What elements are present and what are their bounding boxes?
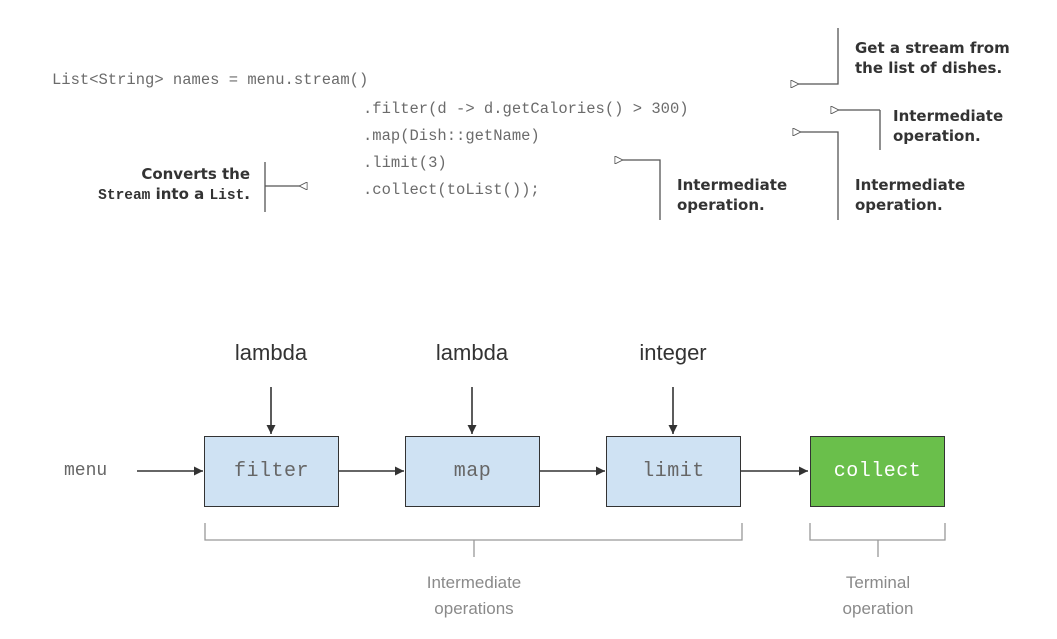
annotation-stream: Get a stream from the list of dishes. (855, 38, 1010, 78)
annotation-collect-text-1: into a (150, 185, 210, 203)
annotation-collect-code-list: List (209, 188, 245, 204)
annotation-filter: Intermediate operation. (893, 106, 1003, 146)
brace-terminal (809, 523, 946, 557)
code-line-4: .limit(3) (363, 154, 447, 172)
annotation-collect-line2: Stream into a List. (40, 184, 250, 206)
code-line-3: .map(Dish::getName) (363, 127, 540, 145)
code-line-1: List<String> names = menu.stream() (52, 71, 369, 89)
annotation-limit-line2: operation. (677, 196, 765, 214)
callout-collect (264, 162, 300, 212)
annotation-map-line1: Intermediate (855, 176, 966, 194)
callout-limit (622, 160, 661, 220)
caption-intermediate-line1: Intermediate (426, 573, 522, 592)
annotation-limit-line1: Intermediate (677, 176, 788, 194)
annotation-collect: Converts the Stream into a List. (40, 164, 250, 206)
op-box-map: map (405, 436, 540, 507)
code-line-5: .collect(toList()); (363, 181, 540, 199)
caption-terminal-line2: operation (842, 599, 914, 618)
annotation-filter-line2: operation. (893, 127, 981, 145)
annotation-filter-line1: Intermediate (893, 107, 1004, 125)
caption-intermediate-line2: operations (434, 599, 514, 618)
caption-terminal-line1: Terminal (845, 573, 911, 592)
source-menu-label: menu (64, 461, 108, 481)
brace-intermediate (204, 523, 743, 557)
input-label-limit: integer (639, 340, 707, 365)
callout-stream (798, 28, 839, 84)
annotation-limit: Intermediate operation. (677, 175, 787, 215)
input-label-filter: lambda (234, 340, 308, 365)
callout-filter (838, 110, 881, 150)
op-box-collect: collect (810, 436, 945, 507)
code-line-2: .filter(d -> d.getCalories() > 300) (363, 100, 689, 118)
caption-intermediate: Intermediate operations (374, 570, 574, 622)
annotation-collect-code-stream: Stream (98, 188, 151, 204)
op-box-filter: filter (204, 436, 339, 507)
caption-terminal: Terminal operation (798, 570, 958, 622)
annotation-map-line2: operation. (855, 196, 943, 214)
input-label-map: lambda (435, 340, 509, 365)
annotation-map: Intermediate operation. (855, 175, 965, 215)
annotation-stream-line2: the list of dishes. (855, 59, 1003, 77)
annotation-collect-line1: Converts the (141, 165, 250, 183)
annotation-collect-text-2: . (244, 185, 250, 203)
callout-map (800, 132, 839, 220)
op-box-limit: limit (606, 436, 741, 507)
annotation-stream-line1: Get a stream from (855, 39, 1010, 57)
